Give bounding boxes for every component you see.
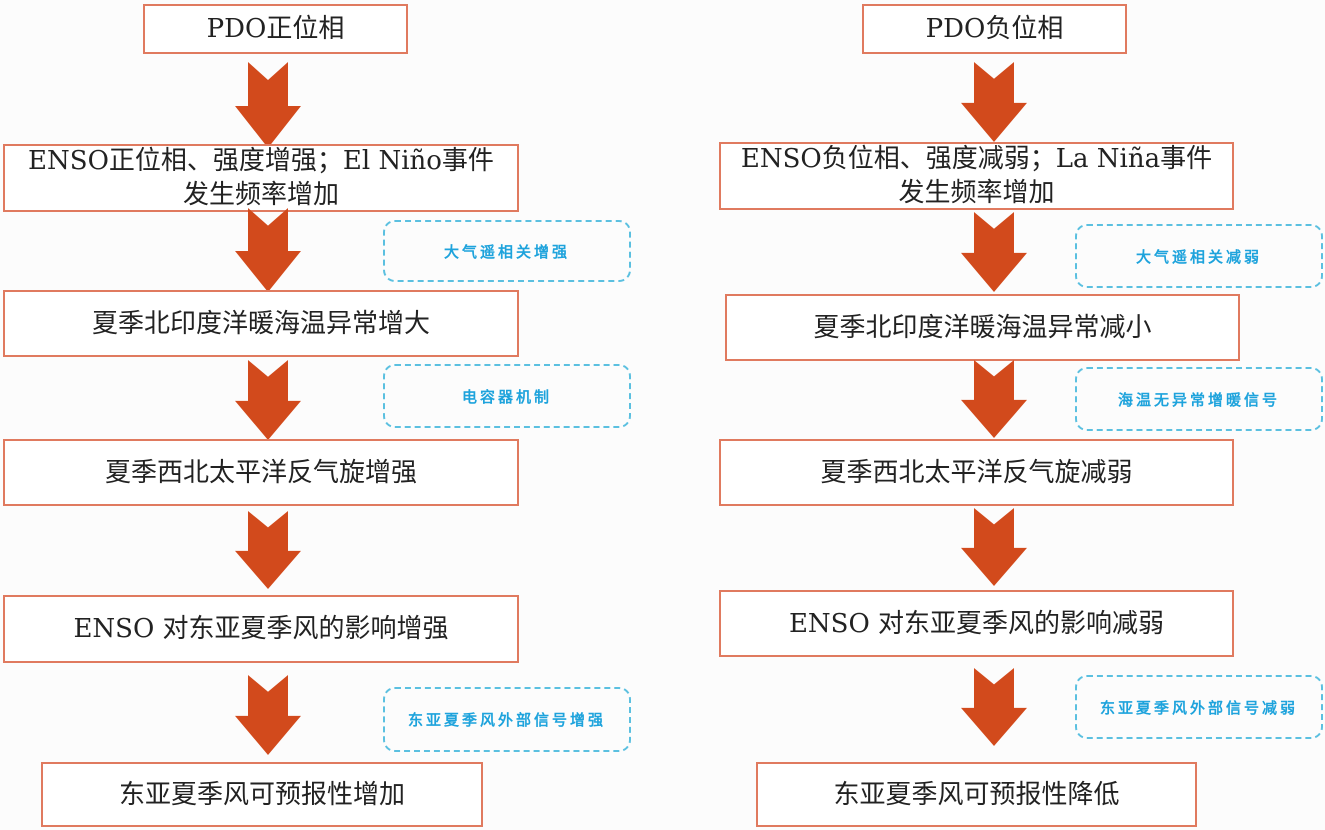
left-note-capacitor: 电容器机制: [383, 364, 631, 428]
down-arrow-icon: [961, 668, 1027, 746]
left-step-enso-impact: ENSO 对东亚夏季风的影响增强: [3, 595, 519, 663]
note-label: 东亚夏季风外部信号增强: [407, 711, 606, 729]
step-label: 夏季北印度洋暖海温异常减小: [813, 312, 1152, 343]
right-note-no-warming-signal: 海温无异常增暖信号: [1075, 367, 1323, 431]
step-label: 夏季西北太平洋反气旋减弱: [820, 457, 1133, 488]
left-note-external-signal: 东亚夏季风外部信号增强: [383, 687, 631, 752]
note-label: 东亚夏季风外部信号减弱: [1099, 698, 1298, 717]
right-note-teleconnection: 大气遥相关减弱: [1075, 224, 1323, 288]
right-step-enso-impact: ENSO 对东亚夏季风的影响减弱: [719, 590, 1234, 657]
note-label: 电容器机制: [461, 387, 552, 406]
step-label-line1: ENSO正位相、强度增强；El Niño事件: [28, 146, 494, 176]
step-label: PDO正位相: [206, 14, 345, 44]
note-label: 大气遥相关增强: [443, 242, 570, 261]
left-step-nio-warm: 夏季北印度洋暖海温异常增大: [3, 290, 519, 357]
step-label: PDO负位相: [925, 14, 1064, 44]
step-label-line2: 发生频率增加: [898, 178, 1055, 208]
down-arrow-icon: [235, 675, 301, 755]
right-step-predictability: 东亚夏季风可预报性降低: [756, 762, 1197, 827]
note-label: 大气遥相关减弱: [1135, 247, 1262, 266]
step-label: ENSO 对东亚夏季风的影响减弱: [788, 608, 1165, 639]
left-note-teleconnection: 大气遥相关增强: [383, 220, 631, 282]
step-label: 夏季北印度洋暖海温异常增大: [91, 308, 430, 339]
down-arrow-icon: [235, 208, 301, 292]
step-label: 东亚夏季风可预报性降低: [833, 779, 1120, 810]
step-label: ENSO 对东亚夏季风的影响增强: [73, 614, 449, 644]
down-arrow-icon: [961, 508, 1027, 586]
left-step-pdo-positive: PDO正位相: [143, 4, 408, 54]
right-step-wnp-anticyclone: 夏季西北太平洋反气旋减弱: [719, 439, 1234, 506]
left-step-predictability: 东亚夏季风可预报性增加: [41, 762, 483, 827]
down-arrow-icon: [961, 212, 1027, 292]
step-label: 东亚夏季风可预报性增加: [118, 779, 405, 810]
down-arrow-icon: [235, 360, 301, 440]
step-label-line1: ENSO负位相、强度减弱；La Niña事件: [740, 144, 1213, 174]
note-label: 海温无异常增暖信号: [1117, 390, 1280, 409]
right-step-enso-negative: ENSO负位相、强度减弱；La Niña事件 发生频率增加: [719, 142, 1234, 210]
left-step-wnp-anticyclone: 夏季西北太平洋反气旋增强: [3, 439, 519, 506]
step-label-line2: 发生频率增加: [182, 180, 339, 210]
right-step-pdo-negative: PDO负位相: [862, 4, 1127, 54]
down-arrow-icon: [961, 360, 1027, 438]
down-arrow-icon: [235, 62, 301, 148]
step-label: 夏季西北太平洋反气旋增强: [104, 457, 417, 488]
right-step-nio-warm: 夏季北印度洋暖海温异常减小: [725, 294, 1240, 361]
left-step-enso-positive: ENSO正位相、强度增强；El Niño事件 发生频率增加: [3, 144, 519, 212]
down-arrow-icon: [235, 511, 301, 589]
right-note-external-signal: 东亚夏季风外部信号减弱: [1075, 675, 1323, 739]
down-arrow-icon: [961, 62, 1027, 142]
